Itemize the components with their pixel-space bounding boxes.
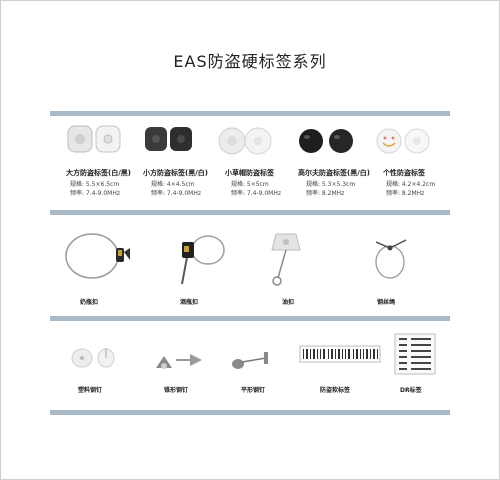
small-square-tag-image [145,127,192,151]
item-label-wine-bottle-clasp: 酒瓶扣 [180,299,199,306]
tag-spec-freq-hat: 频率: 7.4-9.0MHz [231,190,282,197]
milk-bottle-clasp-image [65,233,130,279]
tag-name-smiley: 个性防盗标签 [383,169,425,177]
hat-tag-image [218,127,272,155]
soft-label-image [299,345,381,363]
wine-bottle-clasp-image [181,235,225,285]
dr-label-image [394,333,436,375]
tag-spec-freq-golf: 频率: 8.2MHz [306,190,345,197]
steel-wire-rope-image [375,239,407,279]
divider-top [50,111,450,116]
divider-bottom [50,410,450,415]
divider-row1 [50,210,450,215]
tag-spec-size-golf: 规格: 5.3×5.3cm [306,181,356,188]
smiley-tag-image [376,128,430,154]
item-label-cone-pin: 锥形钢钉 [164,387,189,394]
tag-name-small-square: 小方防盗标签(黑/白) [143,169,208,177]
divider-row2 [50,316,450,321]
oil-clasp-image [271,233,301,286]
tag-spec-freq-big-square: 频率: 7.4-9.0MHz [70,190,121,197]
tag-spec-size-hat: 规格: 5×5cm [231,181,269,188]
page-title: EAS防盗硬标签系列 [173,52,327,71]
big-square-tag-image [67,125,121,153]
item-label-plastic-pin: 塑料钢钉 [78,387,103,394]
item-label-dr-label: DR标签 [400,387,422,394]
tag-spec-freq-smiley: 频率: 8.2MHz [386,190,425,197]
item-label-oil-clasp: 油扣 [282,299,295,306]
tag-name-big-square: 大方防盗标签(白/黑) [66,169,131,177]
tag-spec-freq-small-square: 频率: 7.4-9.0MHz [151,190,202,197]
flat-pin-image [232,352,268,369]
plastic-pin-image [71,348,115,368]
tag-spec-size-big-square: 规格: 5.5×6.5cm [70,181,120,188]
item-label-flat-pin: 平形钢钉 [241,387,266,394]
item-label-soft-label: 防盗软标签 [320,387,351,394]
item-label-steel-wire-rope: 钢丝绳 [377,299,396,306]
golf-tag-image [299,129,353,153]
tag-name-golf: 高尔夫防盗标签(黑/白) [298,169,370,177]
tag-spec-size-smiley: 规格: 4.2×4.2cm [386,181,436,188]
tag-spec-size-small-square: 规格: 4×4.5cm [151,181,195,188]
item-label-milk-bottle-clasp: 奶瓶扣 [80,299,99,306]
tag-name-hat: 小草帽防盗标签 [225,169,274,177]
cone-pin-image [156,354,202,369]
